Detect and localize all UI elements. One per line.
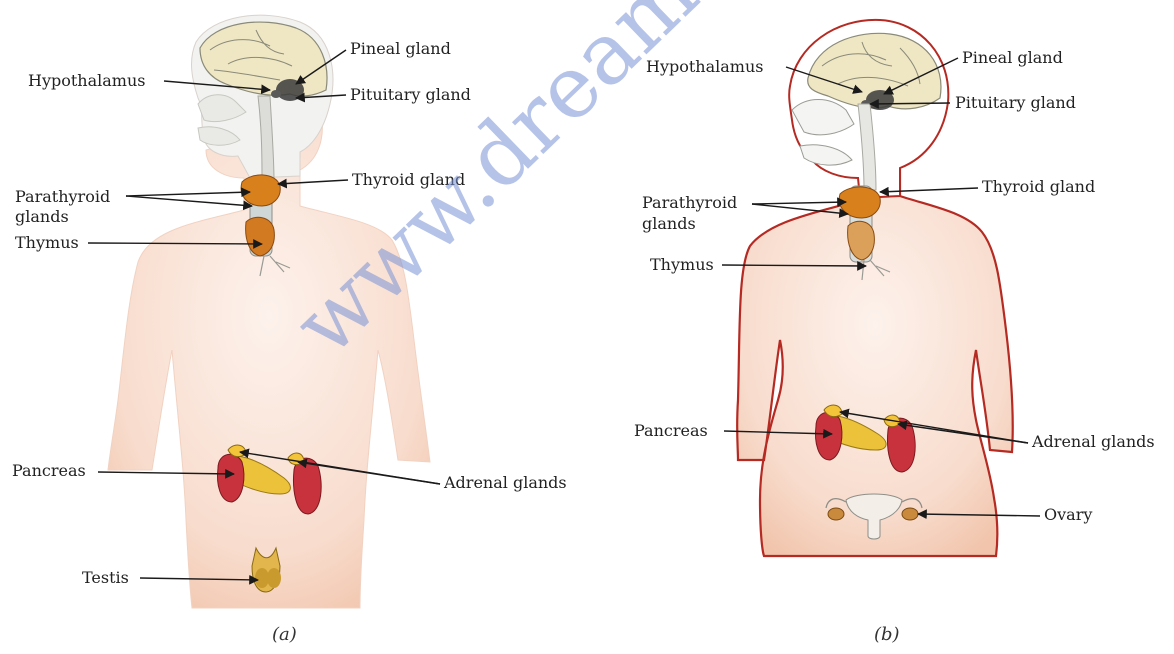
- panel-b-label-ovary: Ovary: [1044, 505, 1092, 524]
- panel-a-label-testis: Testis: [82, 568, 129, 587]
- panel-a-kidney-right: [294, 458, 322, 514]
- panel-a-label-pituitary: Pituitary gland: [350, 85, 471, 104]
- panel-a-label-parathyroid-line2: glands: [15, 207, 69, 226]
- panel-b-label-adrenal: Adrenal glands: [1031, 432, 1155, 451]
- panel-a-label-thymus: Thymus: [15, 233, 79, 252]
- panel-b-ovary-right: [902, 508, 918, 520]
- panel-a-caption: (a): [272, 624, 297, 645]
- panel-b-label-parathyroid-line2: glands: [642, 214, 696, 233]
- panel-b-label-pancreas: Pancreas: [634, 421, 708, 440]
- panel-a-label-pineal: Pineal gland: [350, 39, 451, 58]
- panel-a-thyroid: [241, 175, 280, 206]
- panel-b-ovary-left: [828, 508, 844, 520]
- panel-b-label-thymus: Thymus: [650, 255, 714, 274]
- panel-a-label-parathyroid-line1: Parathyroid: [15, 187, 110, 206]
- panel-b-kidney-left: [816, 412, 842, 460]
- panel-b-label-pineal: Pineal gland: [962, 48, 1063, 67]
- panel-b-label-parathyroid-line1: Parathyroid: [642, 193, 737, 212]
- panel-a-label-pancreas: Pancreas: [12, 461, 86, 480]
- panel-b-caption: (b): [874, 624, 900, 645]
- panel-a-label-adrenal: Adrenal glands: [443, 473, 567, 492]
- panel-a-kidney-left: [218, 454, 244, 502]
- panel-a-label-hypothalamus: Hypothalamus: [28, 71, 145, 90]
- panel-b-label-pituitary: Pituitary gland: [955, 93, 1076, 112]
- panel-b-label-thyroid: Thyroid gland: [982, 177, 1095, 196]
